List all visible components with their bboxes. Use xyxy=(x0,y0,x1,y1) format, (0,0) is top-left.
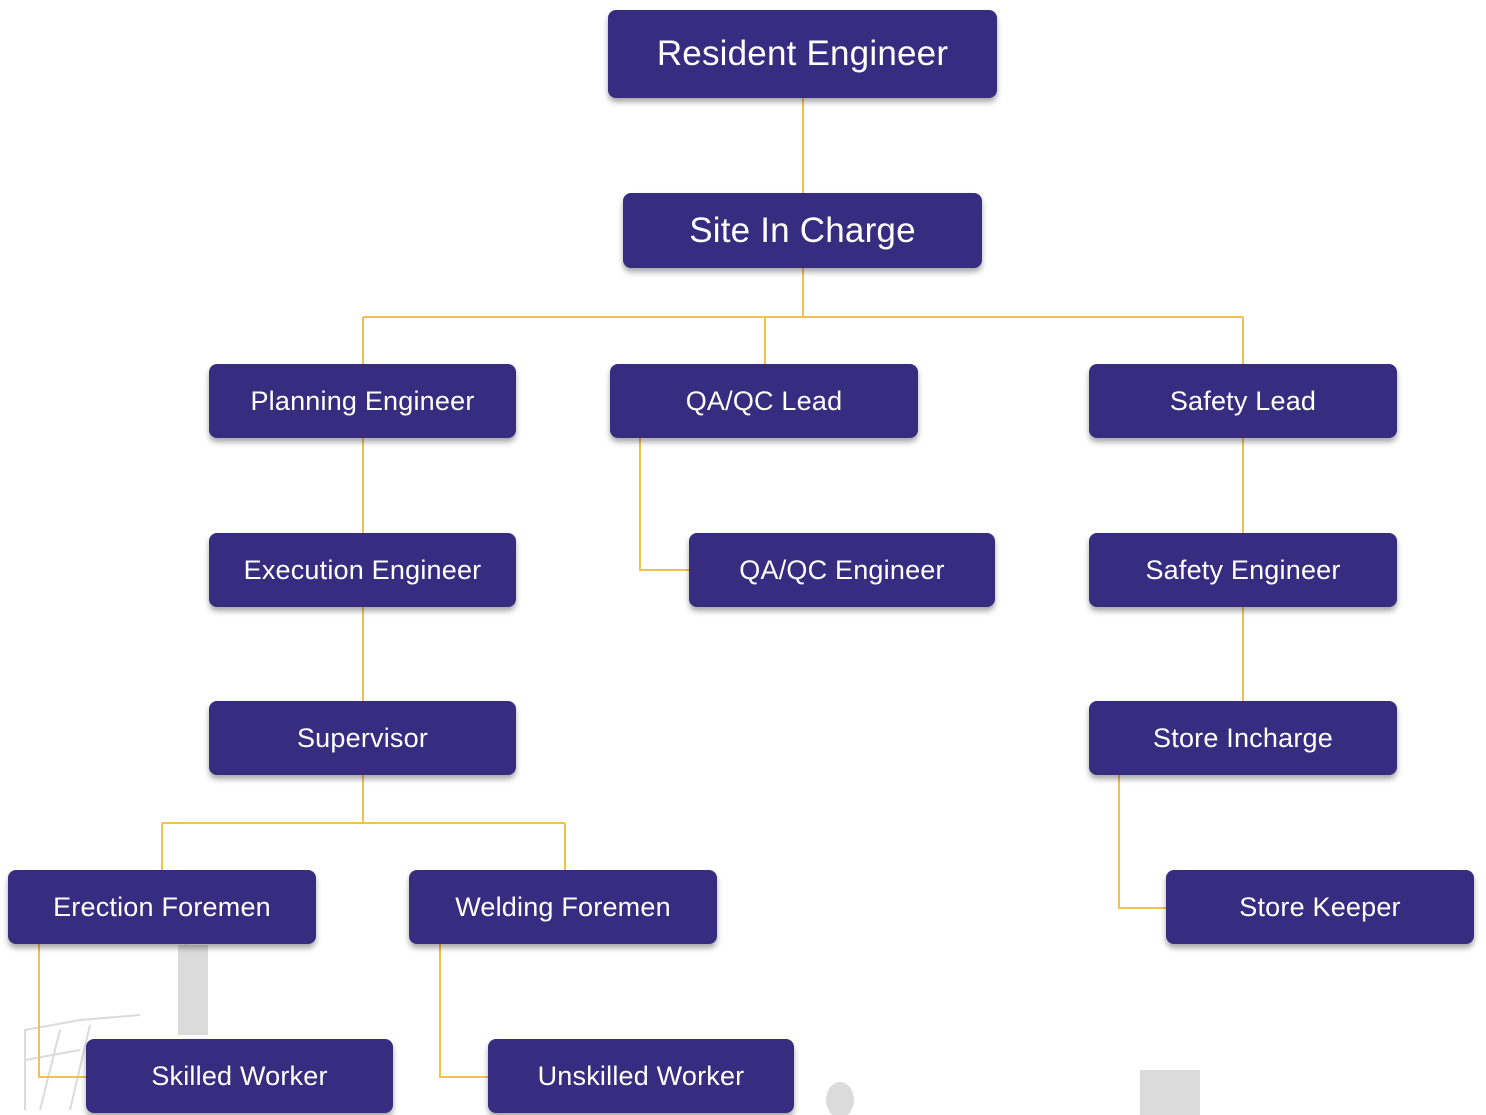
edge-welding-to-unskilled xyxy=(439,944,488,1078)
node-qaqc-lead: QA/QC Lead xyxy=(610,364,918,438)
node-planning-engineer: Planning Engineer xyxy=(209,364,516,438)
edge-erection-to-skilled xyxy=(38,944,86,1078)
node-safety-engineer: Safety Engineer xyxy=(1089,533,1397,607)
node-execution-engineer: Execution Engineer xyxy=(209,533,516,607)
node-skilled-worker: Skilled Worker xyxy=(86,1039,393,1113)
node-qaqc-engineer: QA/QC Engineer xyxy=(689,533,995,607)
node-store-keeper: Store Keeper xyxy=(1166,870,1474,944)
node-resident-engineer: Resident Engineer xyxy=(608,10,997,98)
edge-store-incharge-to-keeper xyxy=(1118,775,1166,909)
node-store-incharge: Store Incharge xyxy=(1089,701,1397,775)
edge-qaqc-lead-to-engineer xyxy=(639,438,689,571)
node-unskilled-worker: Unskilled Worker xyxy=(488,1039,794,1113)
node-safety-lead: Safety Lead xyxy=(1089,364,1397,438)
node-supervisor: Supervisor xyxy=(209,701,516,775)
node-welding-foremen: Welding Foremen xyxy=(409,870,717,944)
node-site-in-charge: Site In Charge xyxy=(623,193,982,268)
node-erection-foremen: Erection Foremen xyxy=(8,870,316,944)
